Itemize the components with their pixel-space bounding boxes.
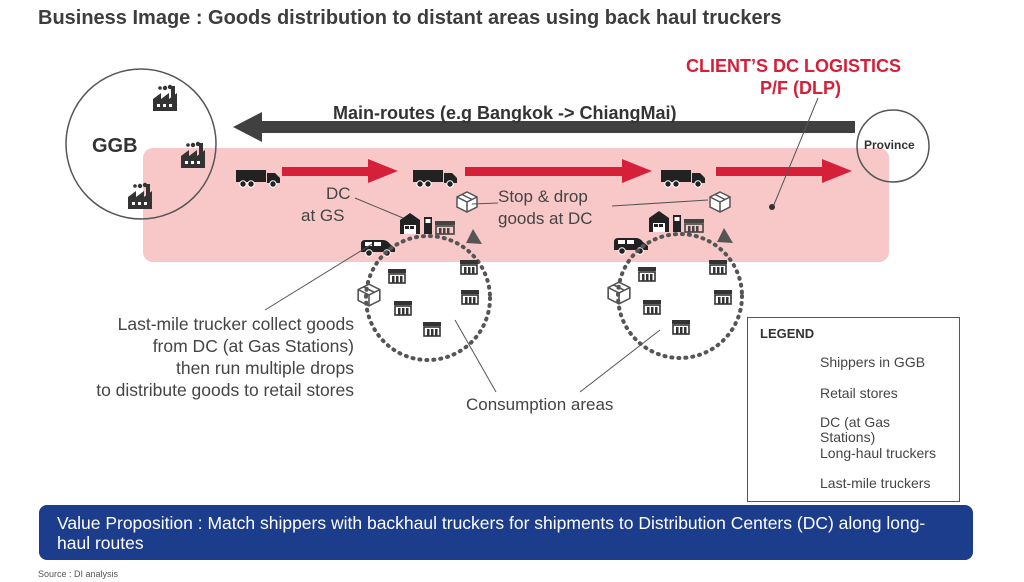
retail-store-icon [422,321,442,337]
callout-lines [264,97,819,393]
last-mile-note-line: to distribute goods to retail stores [96,380,354,400]
dotted-arrow-head [717,228,733,243]
legend-item-shippers: Shippers in GGB [820,354,926,370]
retail-store-icon [671,319,691,335]
stop-label-line2: goods at DC [498,209,593,228]
legend-item-last-mile: Last-mile truckers [820,475,931,491]
retail-store-icon [642,299,662,315]
main-route-arrow [233,112,855,142]
dlp-title-line2: P/F (DLP) [760,78,841,98]
stop-label-line1: Stop & drop [498,187,588,206]
retail-store-icon [459,259,479,275]
retail-store-icon [393,300,413,316]
consumption-circle [616,232,744,360]
province-circle [856,109,930,183]
package-icon [357,283,381,307]
legend-item-dc: DC (at Gas Stations) [820,414,891,445]
value-proposition-banner: Value Proposition : Match shippers with … [39,505,973,560]
factory-icon [181,141,205,168]
legend-item-long-haul: Long-haul truckers [820,445,936,461]
legend-item-retail-stores: Retail stores [820,385,898,401]
retail-store-icon [637,266,657,282]
retail-store-icon [387,268,407,284]
dc-label-line1: DC [326,184,351,203]
callout-dot [769,204,775,210]
last-mile-note-line: Last-mile trucker collect goods [117,314,354,334]
dotted-arrow-head [466,229,482,244]
consumption-areas-label: Consumption areas [466,395,614,414]
retail-store-icon [708,259,728,275]
factory-icon [128,182,152,209]
package-icon [709,191,731,213]
legend: LEGEND Shippers in GGB Retail stores DC … [747,317,960,502]
last-mile-note-line: then run multiple drops [175,358,354,378]
ggb-circle [65,68,217,220]
province-label: Province [864,138,915,152]
source-note: Source : DI analysis [38,569,119,579]
retail-store-icon [713,289,733,305]
factory-icon [153,84,177,111]
red-route-arrows [282,159,852,183]
consumption-circle [364,234,492,362]
retail-store-icon [460,289,480,305]
page-title: Business Image : Goods distribution to d… [38,7,782,29]
dc-label-line2: at GS [301,206,345,225]
main-route-label: Main-routes (e.g Bangkok -> ChiangMai) [333,103,677,123]
package-icon [456,191,478,213]
last-mile-note-line: from DC (at Gas Stations) [152,336,354,356]
legend-title: LEGEND [760,326,815,341]
dlp-title-line1: CLIENT’S DC LOGISTICS [686,56,902,76]
ggb-label: GGB [92,135,138,157]
